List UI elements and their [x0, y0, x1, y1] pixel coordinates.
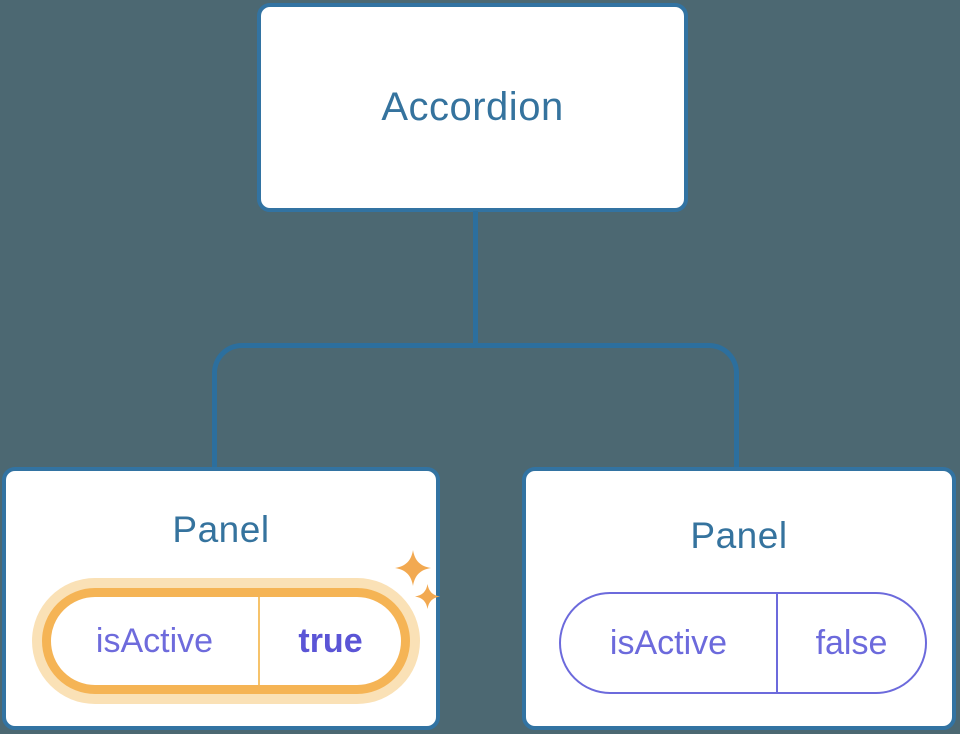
state-prop-name: isActive	[609, 623, 728, 662]
pill-divider	[258, 597, 260, 685]
accordion-node-label: Accordion	[381, 85, 564, 129]
panel-title: Panel	[6, 509, 436, 551]
state-prop-name: isActive	[95, 621, 214, 660]
state-prop-value: false	[815, 623, 888, 662]
connector-bracket	[212, 343, 739, 468]
sparkle-icon-large	[395, 550, 431, 586]
state-pill-active: isActive true	[42, 588, 410, 694]
state-prop-value: true	[298, 621, 363, 660]
state-pill-inactive: isActive false	[559, 592, 927, 694]
connector-stem	[473, 211, 478, 345]
pill-divider	[776, 594, 778, 692]
panel-title-label: Panel	[172, 509, 270, 550]
accordion-node: Accordion	[257, 3, 688, 212]
panel-title: Panel	[526, 515, 952, 557]
panel-node-inactive: Panel isActive false	[522, 467, 956, 730]
sparkle-icon-small	[415, 584, 440, 609]
panel-title-label: Panel	[690, 515, 788, 556]
panel-node-active: Panel isActive true	[2, 467, 440, 730]
